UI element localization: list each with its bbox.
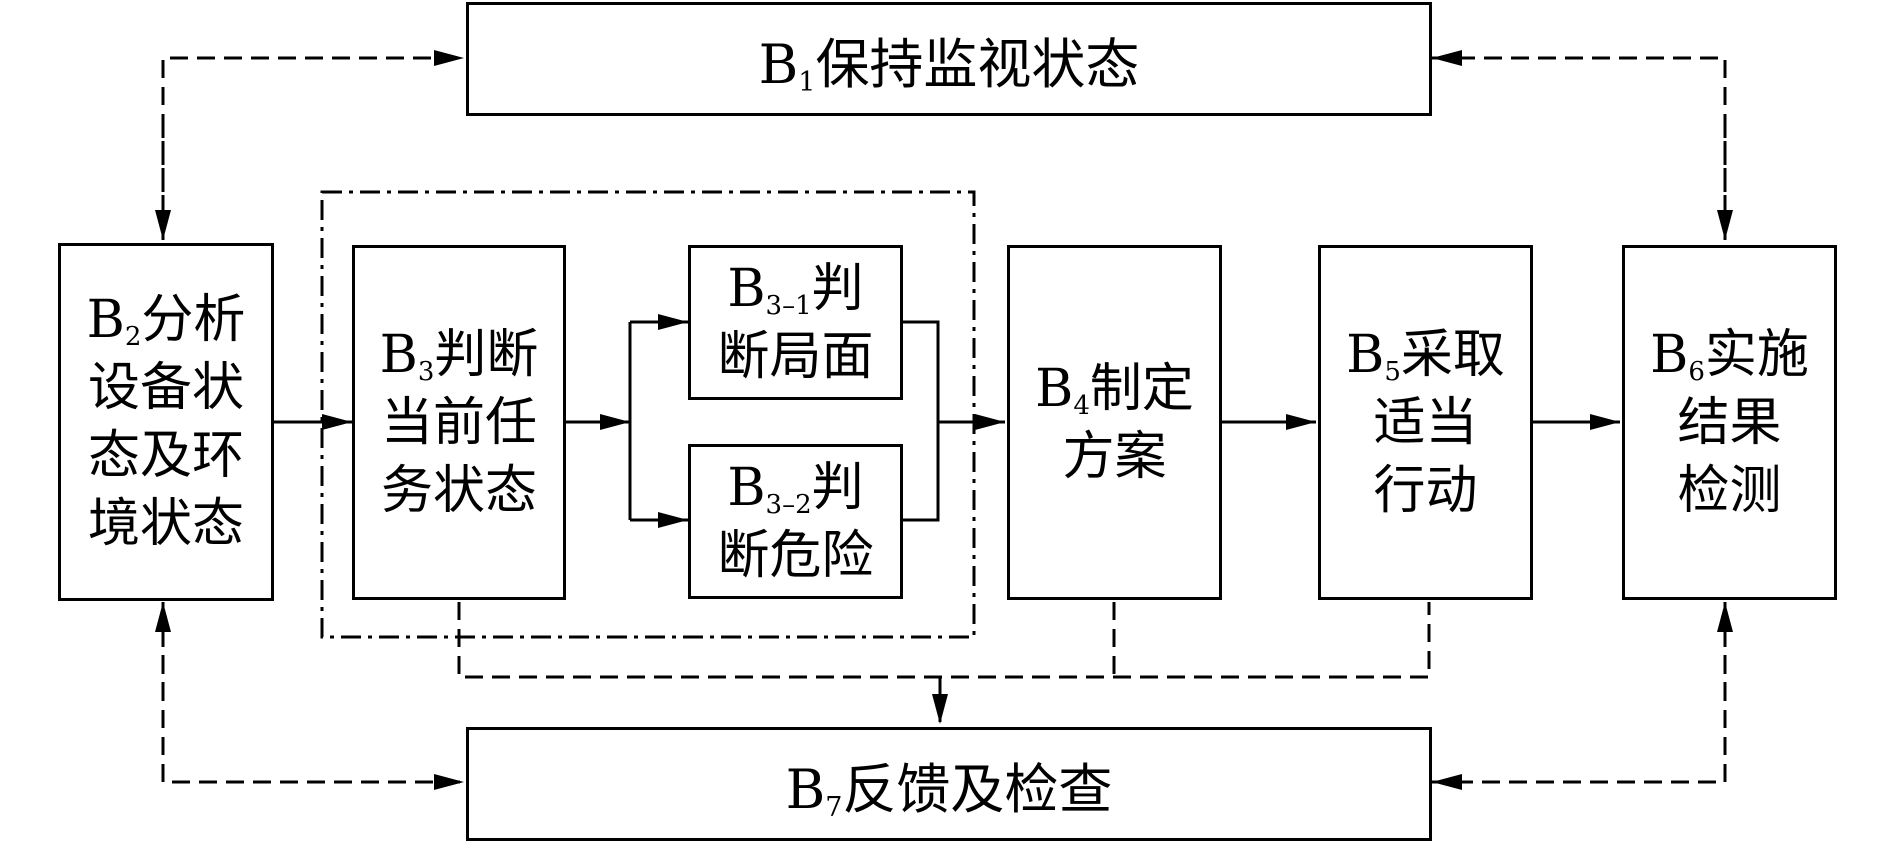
box-b3-1-judge-situation: B3–1判 断局面: [688, 245, 903, 400]
box-b1-keep-monitoring: B1保持监视状态: [466, 2, 1432, 116]
box-b1-label: B1保持监视状态: [758, 32, 1140, 98]
box-b4-make-plan: B4制定 方案: [1007, 245, 1222, 600]
box-b2-analyze-status: B2分析 设备状 态及环 境状态: [58, 243, 274, 601]
link-b2-b7: [161, 602, 464, 790]
box-b7-feedback-check: B7反馈及检查: [466, 727, 1432, 841]
box-b3-2-judge-danger: B3–2判 断危险: [688, 444, 903, 599]
box-b2-label: B2分析 设备状 态及环 境状态: [86, 290, 246, 554]
link-b1-b6: [1432, 50, 1727, 240]
box-b6-result-check: B6实施 结果 检测: [1622, 245, 1837, 600]
box-b3-1-label: B3–1判 断局面: [717, 258, 874, 387]
merge-b31: [903, 320, 940, 522]
box-b7-label: B7反馈及检查: [785, 757, 1113, 823]
link-b6-b7: [1432, 602, 1727, 790]
box-b3-2-label: B3–2判 断危险: [717, 457, 874, 586]
box-b5-label: B5采取 适当 行动: [1346, 324, 1505, 521]
feedback-bus: [457, 602, 1431, 679]
box-b4-label: B4制定 方案: [1035, 358, 1194, 487]
b3-group-frame: [320, 190, 976, 639]
box-b3-judge-task-status: B3判断 当前任 务状态: [352, 245, 566, 600]
box-b5-take-action: B5采取 适当 行动: [1318, 245, 1533, 600]
box-b6-label: B6实施 结果 检测: [1650, 324, 1809, 521]
box-b3-label: B3判断 当前任 务状态: [379, 324, 539, 521]
link-b1-b2: [161, 50, 464, 240]
